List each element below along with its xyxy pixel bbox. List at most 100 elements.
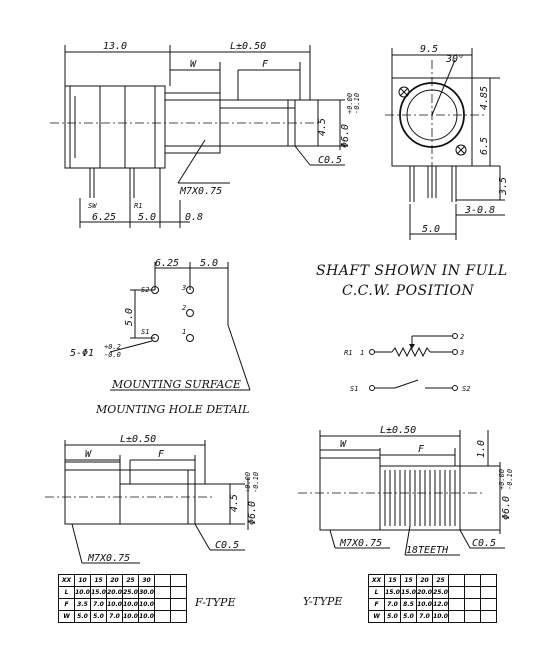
f-table-cell: 10 (74, 574, 91, 587)
f-table-cell: 20 (106, 574, 123, 587)
y-table-cell: 15 (384, 574, 401, 587)
f-dim-l: L±0.50 (120, 434, 156, 445)
f-table-empty-cell (170, 598, 187, 611)
f-dim-f: F (158, 449, 165, 460)
hole-tol-minus: -0.0 (104, 351, 121, 359)
f-table-empty-cell (170, 574, 187, 587)
f-table-empty-cell (170, 586, 187, 599)
y-chamfer: C0.5 (472, 538, 496, 549)
y-table-cell: 15 (400, 574, 417, 587)
y-table-empty-cell (480, 574, 497, 587)
schematic: R1 1 2 3 S1 S2 (344, 333, 470, 393)
y-table-empty-cell (464, 610, 481, 623)
y-table-cell: L (368, 586, 385, 599)
mount-p2: 2 (182, 304, 186, 312)
y-table-cell: W (368, 610, 385, 623)
y-table-cell: 5.0 (400, 610, 417, 623)
y-table-cell: 25 (432, 574, 449, 587)
f-table-cell: 25 (122, 574, 139, 587)
mount-p1: 1 (182, 328, 186, 336)
y-table-cell: F (368, 598, 385, 611)
f-table-cell: 10.0 (106, 598, 123, 611)
y-table-empty-cell (480, 586, 497, 599)
side-dim-485: 4.85 (479, 86, 490, 110)
sch-n2: 2 (460, 333, 464, 341)
mount-dim-625: 6.25 (155, 258, 179, 269)
f-table-empty-cell (154, 610, 171, 623)
y-dim-l: L±0.50 (380, 425, 416, 436)
f-table-cell: 10.0 (74, 586, 91, 599)
f-table-cell: 7.0 (106, 610, 123, 623)
y-table-cell: 20 (416, 574, 433, 587)
f-table-cell: W (58, 610, 75, 623)
f-table-cell: 15 (90, 574, 107, 587)
thread-label: M7X0.75 (179, 186, 222, 197)
f-table-cell: 5.0 (90, 610, 107, 623)
sch-s1: S1 (350, 385, 358, 393)
top-main-view: 13.0 L±0.50 W F 4.5 Φ6.0 +0.00 -0.10 C0.… (50, 41, 361, 228)
f-table-cell: 15.0 (90, 586, 107, 599)
y-table-empty-cell (480, 598, 497, 611)
f-dim-w: W (85, 449, 92, 460)
dim-dia-main: Φ6.0 (340, 124, 351, 148)
side-dim-50: 5.0 (422, 224, 440, 235)
dim-625: 6.25 (92, 212, 116, 223)
shaft-note-line2: C.C.W. POSITION (342, 283, 475, 299)
y-table-empty-cell (464, 598, 481, 611)
y-dim-dia-tol-minus: -0.10 (506, 469, 514, 490)
f-table-cell: 3.5 (74, 598, 91, 611)
y-table-cell: 15.0 (384, 586, 401, 599)
chamfer-label: C0.5 (318, 155, 342, 166)
side-dim-angle: 30° (445, 54, 464, 65)
y-type-view: L±0.50 W F 1.0 Φ6.0 +0.00 -0.10 C0.5 M7X… (298, 425, 514, 608)
sch-r1: R1 (344, 349, 352, 357)
side-dim-308: 3-0.8 (464, 205, 495, 216)
y-table-empty-cell (480, 610, 497, 623)
f-thread: M7X0.75 (87, 553, 130, 564)
f-dim-flat: 4.5 (229, 494, 240, 512)
dim-dia-tol-minus: -0.10 (353, 93, 361, 114)
mounting-hole-detail: 6.25 5.0 5.0 S2 S1 3 2 1 5-Φ1 +0.2 -0.0 … (70, 258, 251, 416)
mount-dim-50-top: 5.0 (200, 258, 218, 269)
side-view: 9.5 30° 4.85 6.5 3.5 3-0.8 5.0 (385, 44, 509, 240)
f-table-cell: 25.0 (122, 586, 139, 599)
mount-p3: 3 (181, 284, 186, 292)
y-table-cell: 20.0 (416, 586, 433, 599)
dim-w: W (190, 59, 197, 70)
y-dim-f: F (418, 444, 425, 455)
body-outline (64, 85, 166, 169)
f-bushing (64, 461, 121, 525)
f-table-cell: 20.0 (106, 586, 123, 599)
dim-length-total: 13.0 (103, 41, 127, 52)
mounting-surface-label: MOUNTING SURFACE (111, 378, 241, 391)
side-dim-35: 3.5 (498, 177, 509, 196)
f-table-cell: 10.0 (138, 610, 155, 623)
f-table-cell: L (58, 586, 75, 599)
y-dim-w: W (340, 439, 347, 450)
f-table-cell: 7.0 (90, 598, 107, 611)
hole-2 (186, 309, 194, 317)
sch-s2: S2 (462, 385, 470, 393)
y-table-cell: 7.0 (384, 598, 401, 611)
f-dim-dia-tol-plus: +0.00 (244, 472, 252, 493)
dim-length-shaft: L±0.50 (230, 41, 266, 52)
hole-3 (186, 286, 194, 294)
f-table-cell: 30.0 (138, 586, 155, 599)
y-knurl (379, 465, 461, 531)
mount-s2: S2 (141, 286, 149, 294)
y-table-cell: 12.0 (432, 598, 449, 611)
mount-s1: S1 (141, 328, 149, 336)
f-table-empty-cell (154, 574, 171, 587)
y-table-cell: 5.0 (384, 610, 401, 623)
dim-50: 5.0 (138, 212, 156, 223)
y-table-cell: 8.5 (400, 598, 417, 611)
y-table-cell: 25.0 (432, 586, 449, 599)
